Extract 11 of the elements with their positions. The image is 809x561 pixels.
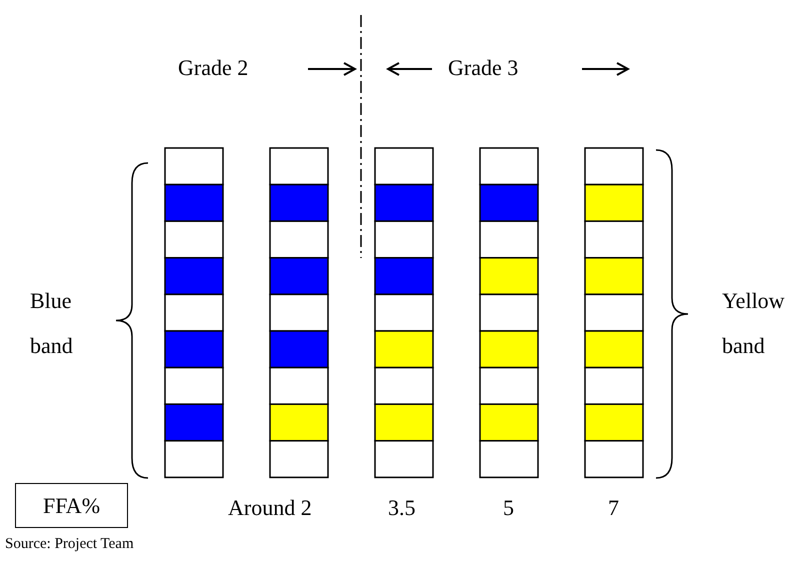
label-box xyxy=(15,483,128,528)
grade-label: Grade 3 xyxy=(448,56,518,80)
band-label: Yellow band xyxy=(722,287,786,360)
source-caption: Source: Project Team xyxy=(5,536,134,552)
box-text: FFA% xyxy=(42,492,100,518)
ffa-value-label: 5 xyxy=(503,496,514,520)
grade-label: Grade 2 xyxy=(178,56,248,80)
ffa-value-label: Around 2 xyxy=(228,496,312,520)
ffa-value-label: 3.5 xyxy=(388,496,416,520)
band-label: Blue band xyxy=(30,287,74,360)
ffa-value-label: 7 xyxy=(608,496,619,520)
